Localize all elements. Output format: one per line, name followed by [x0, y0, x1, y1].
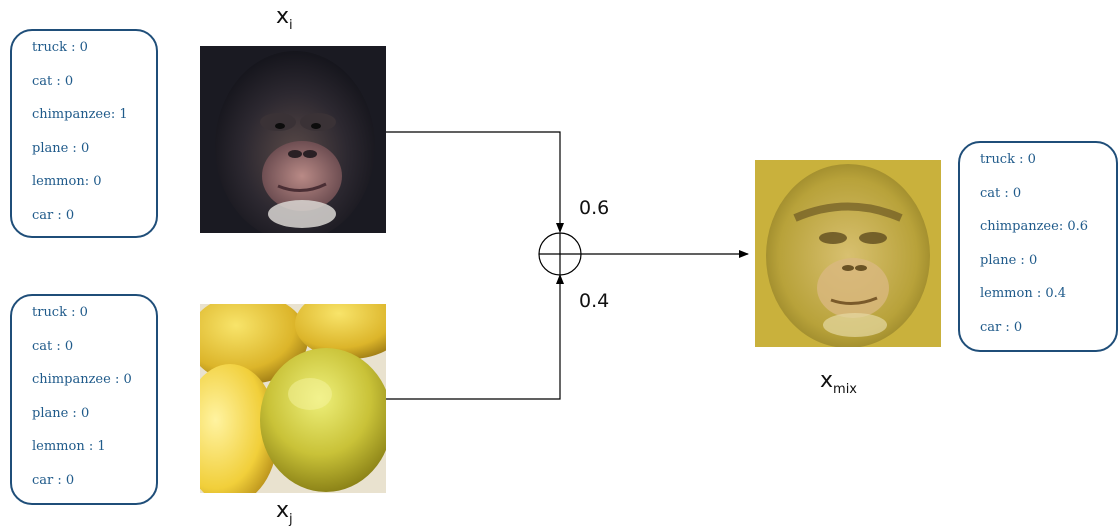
weight-xj: 0.4	[579, 290, 610, 312]
xj-symbol: xj	[276, 498, 293, 527]
xi-label-box: truck : 0 cat : 0 chimpanzee: 1 plane : …	[10, 29, 158, 238]
xj-label-chimpanzee: chimpanzee : 0	[32, 372, 132, 387]
xi-label-truck: truck : 0	[32, 40, 88, 55]
xmix-label-lemmon: lemmon : 0.4	[980, 286, 1067, 301]
xi-label-car: car : 0	[32, 207, 75, 223]
xj-label-box: truck : 0 cat : 0 chimpanzee : 0 plane :…	[10, 294, 158, 505]
xi-label-chimpanzee: chimpanzee: 1	[32, 107, 128, 122]
xmix-symbol: xmix	[820, 368, 857, 397]
xj-label-lemmon: lemmon : 1	[32, 439, 106, 454]
xmix-label-box: truck : 0 cat : 0 chimpanzee: 0.6 plane …	[958, 141, 1118, 352]
xi-label-plane: plane : 0	[32, 140, 90, 156]
xmix-label-plane: plane : 0	[980, 252, 1038, 268]
xj-label-cat: cat : 0	[32, 338, 74, 354]
xmix-label-cat: cat : 0	[980, 185, 1022, 201]
xi-label-cat: cat : 0	[32, 73, 74, 89]
xmix-label-truck: truck : 0	[980, 152, 1036, 167]
mixed-image	[755, 160, 941, 347]
weight-xi: 0.6	[579, 197, 610, 219]
xj-label-truck: truck : 0	[32, 305, 88, 320]
xmix-label-chimpanzee: chimpanzee: 0.6	[980, 219, 1089, 234]
chimpanzee-image	[200, 46, 386, 233]
xi-symbol: xi	[276, 4, 293, 33]
lemon-image	[200, 304, 386, 493]
xmix-label-car: car : 0	[980, 319, 1023, 335]
xj-label-car: car : 0	[32, 472, 75, 488]
xj-label-plane: plane : 0	[32, 405, 90, 421]
xi-connector	[386, 131, 564, 233]
xj-connector	[386, 274, 564, 400]
mix-operator-icon	[538, 232, 582, 276]
xi-label-lemmon: lemmon: 0	[32, 174, 102, 189]
